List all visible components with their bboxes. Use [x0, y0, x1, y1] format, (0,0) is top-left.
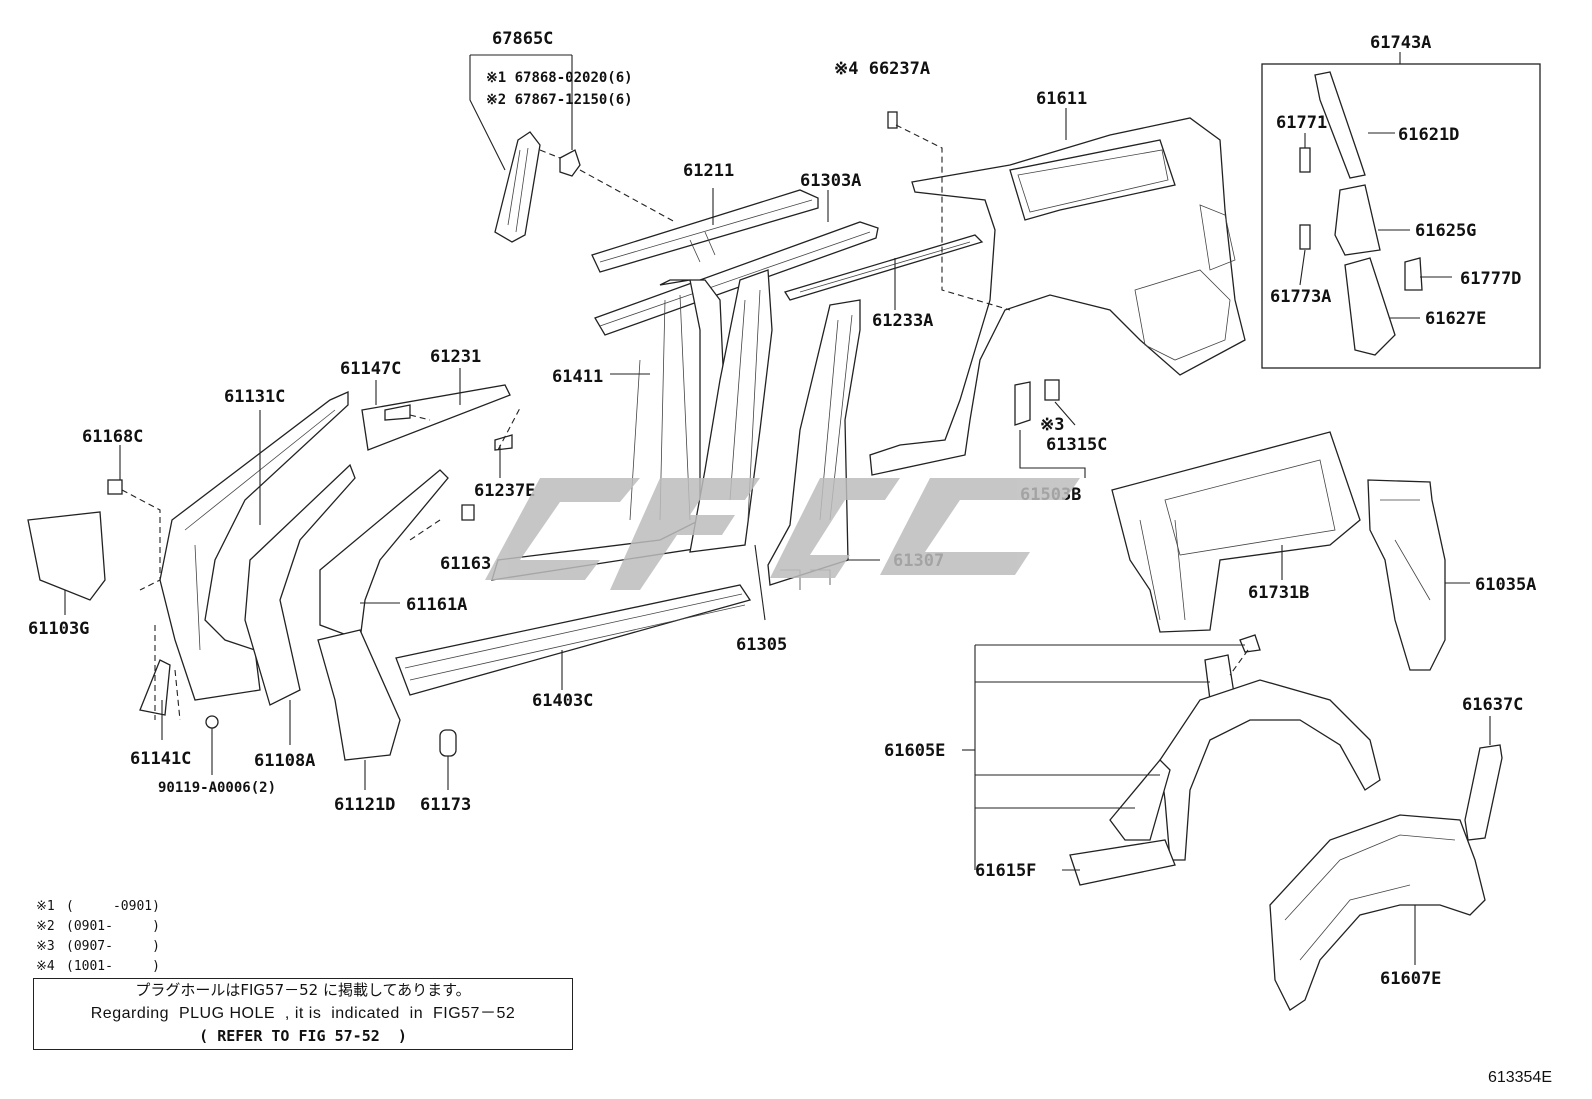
label-61121d: 61121D: [334, 795, 395, 815]
label-footnote2-part: ※2 67867-12150(6): [486, 92, 633, 108]
plug-hole-note: プラグホールはFIG57－52 に掲載してあります。 Regarding PLU…: [33, 978, 573, 1050]
panel-61731b-drawing: [1111, 431, 1361, 633]
label-61615f: 61615F: [975, 861, 1036, 881]
roof-rails-drawing: [591, 188, 879, 336]
label-61237e: 61237E: [474, 481, 535, 501]
part-66237a-drawing: [887, 111, 1011, 311]
quarter-panel-61611-drawing: [869, 108, 1246, 476]
footnote-3-range: (0907- ): [66, 939, 160, 954]
note-japanese-line: プラグホールはFIG57－52 に掲載してあります。: [135, 981, 471, 999]
part-67865c-drawing: [469, 54, 676, 243]
label-61103g: 61103G: [28, 619, 89, 639]
label-61233a: 61233A: [872, 311, 933, 331]
figure-number: 613354E: [1487, 1069, 1552, 1086]
part-61637c-drawing: [1464, 716, 1503, 841]
footnote-1-mark: ※1: [36, 899, 55, 914]
label-61777d: 61777D: [1460, 269, 1521, 289]
label-61637c: 61637C: [1462, 695, 1523, 715]
label-61231: 61231: [430, 347, 481, 367]
liner-61607e-drawing: [1269, 814, 1486, 1011]
front-pillar-drawing: [27, 368, 521, 790]
label-61163: 61163: [440, 554, 491, 574]
label-67865c: 67865C: [492, 29, 553, 49]
part-61035a-drawing: [1367, 479, 1470, 671]
rocker-61403c-drawing: [395, 584, 752, 696]
label-61411: 61411: [552, 367, 603, 387]
label-61621d: 61621D: [1398, 125, 1459, 145]
note-reference-line: ( REFER TO FIG 57-52 ): [199, 1027, 407, 1045]
label-61771: 61771: [1276, 113, 1327, 133]
label-61108a: 61108A: [254, 751, 315, 771]
label-61315c: 61315C: [1046, 435, 1107, 455]
footnote-3-mark: ※3: [36, 939, 55, 954]
label-61305: 61305: [736, 635, 787, 655]
label-61773a: 61773A: [1270, 287, 1331, 307]
label-61035a: 61035A: [1475, 575, 1536, 595]
label-61731b: 61731B: [1248, 583, 1309, 603]
label-61303a: 61303A: [800, 171, 861, 191]
label-61503b: 61503B: [1020, 485, 1081, 505]
footnotes: ※1 ( -0901) ※2 (0901- ) ※3 (0907- ) ※4 (…: [36, 899, 160, 974]
callout-labels: 67865C ※1 67868-02020(6) ※2 67867-12150(…: [28, 29, 1536, 989]
footnote-4-mark: ※4: [36, 959, 55, 974]
wheelhouse-61605e-drawing: [962, 634, 1381, 886]
label-61131c: 61131C: [224, 387, 285, 407]
label-66237a: ※4 66237A: [834, 59, 930, 79]
label-footnote3-mark: ※3: [1040, 415, 1064, 435]
label-61211: 61211: [683, 161, 734, 181]
label-61625g: 61625G: [1415, 221, 1476, 241]
label-footnote1-part: ※1 67868-02020(6): [486, 70, 633, 86]
label-61147c: 61147C: [340, 359, 401, 379]
footnote-4-range: (1001- ): [66, 959, 160, 974]
label-61627e: 61627E: [1425, 309, 1486, 329]
label-61161a: 61161A: [406, 595, 467, 615]
footnote-1-range: ( -0901): [66, 899, 160, 914]
label-61141c: 61141C: [130, 749, 191, 769]
label-61611: 61611: [1036, 89, 1087, 109]
label-61173: 61173: [420, 795, 471, 815]
label-61743a: 61743A: [1370, 33, 1431, 53]
label-61605e: 61605E: [884, 741, 945, 761]
label-61307: 61307: [893, 551, 944, 571]
note-english-line: Regarding PLUG HOLE , it is indicated in…: [90, 1005, 516, 1022]
footnote-2-mark: ※2: [36, 919, 55, 934]
label-61403c: 61403C: [532, 691, 593, 711]
footnote-2-range: (0901- ): [66, 919, 160, 934]
pillars-drawing: [491, 269, 880, 621]
label-61607e: 61607E: [1380, 969, 1441, 989]
label-61168c: 61168C: [82, 427, 143, 447]
label-90119: 90119-A0006(2): [158, 780, 276, 796]
parts-61315c-drawing: [1014, 379, 1086, 478]
box-61743a-drawing: [1261, 52, 1541, 369]
